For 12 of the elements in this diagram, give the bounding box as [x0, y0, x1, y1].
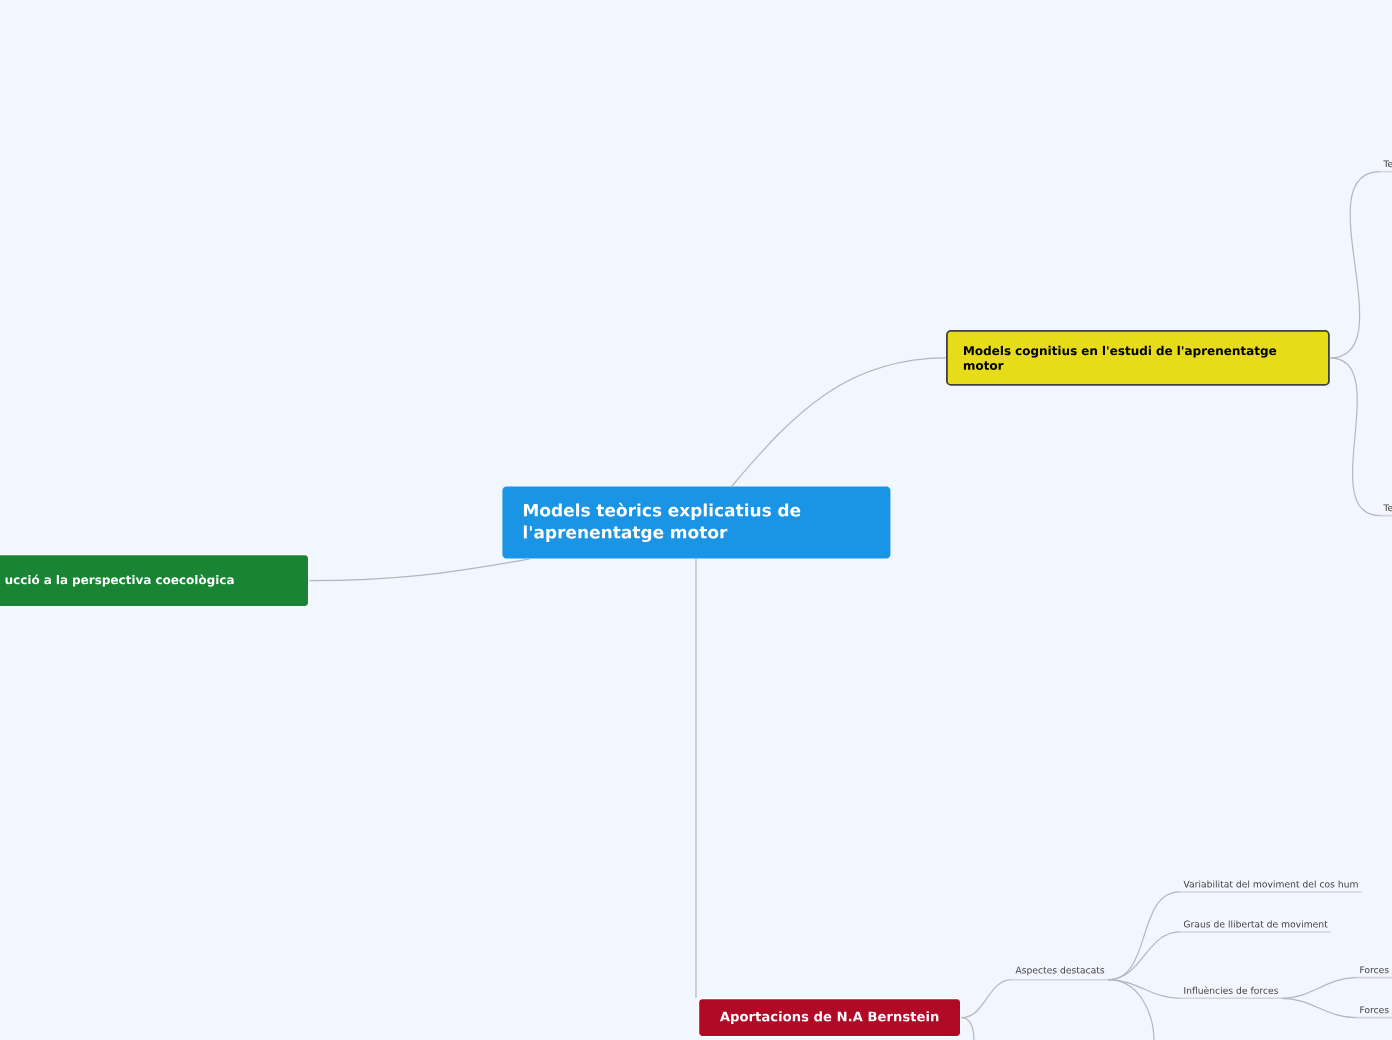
connector-line — [1329, 357, 1381, 517]
connector-line — [1281, 997, 1357, 1019]
connector-line — [308, 558, 531, 582]
connector-line — [1329, 171, 1381, 359]
connector-line — [960, 979, 1013, 1019]
connector-line — [1281, 977, 1357, 999]
connector-line — [1107, 891, 1181, 981]
central-topic-box: Models teòrics explicatius de l'aprenentatge motor — [502, 486, 891, 559]
connector-line — [960, 1017, 975, 1040]
connector-line — [695, 558, 697, 999]
connector-line — [1107, 979, 1155, 1040]
connector-line — [731, 357, 947, 487]
